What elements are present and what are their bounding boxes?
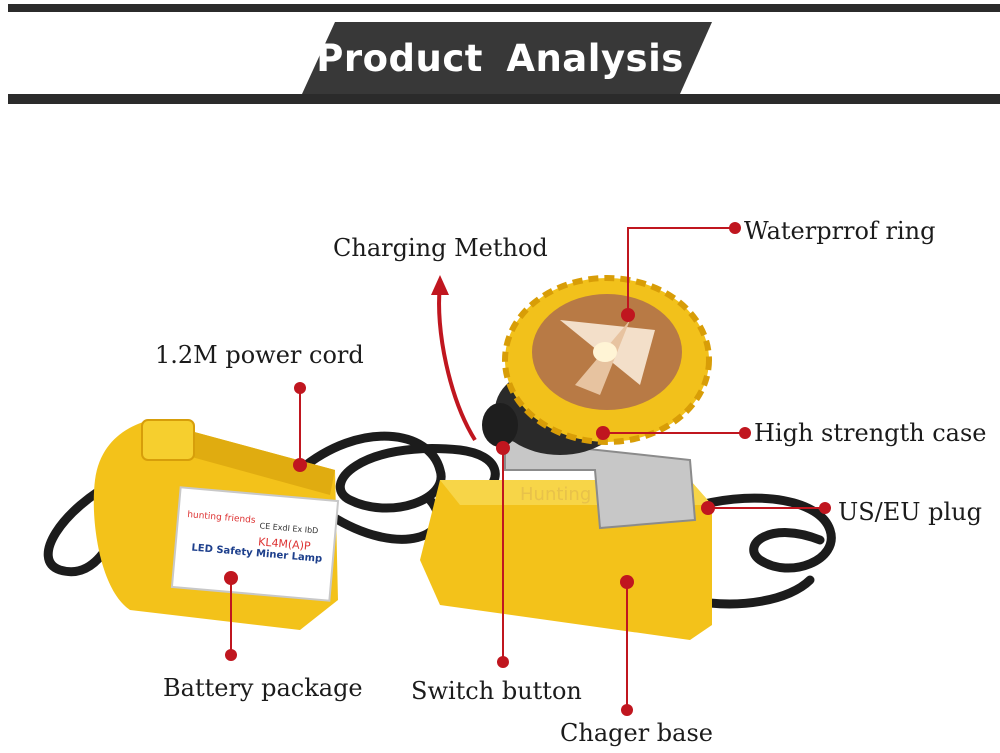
callout-us-eu-plug: US/EU plug (838, 498, 982, 526)
lamp-bracket (504, 438, 697, 530)
callout-power-cord: 1.2M power cord (155, 341, 364, 369)
callout-dots (224, 222, 831, 716)
charging-arrow-head (431, 275, 449, 295)
battery-label-model: KL4M(A)P (258, 535, 312, 553)
callout-waterproof-ring: Waterprrof ring (744, 217, 936, 245)
product-photo: hunting friends CE ExdI Ex IbD LED Safet… (43, 222, 836, 716)
callout-battery-package: Battery package (163, 674, 363, 702)
banner-title: Product Analysis (316, 36, 684, 80)
banner-bottom-bar (8, 94, 1000, 104)
charging-arrow (437, 284, 477, 442)
lamp-head (482, 275, 712, 455)
callout-charging-method: Charging Method (333, 234, 548, 262)
callout-charger-base: Chager base (560, 719, 713, 747)
battery-package: hunting friends CE ExdI Ex IbD LED Safet… (93, 419, 340, 630)
callout-high-strength-case: High strength case (754, 419, 987, 447)
header-banner (8, 4, 1000, 104)
callout-switch-button: Switch button (411, 677, 582, 705)
banner-title-plate (302, 22, 712, 94)
banner-top-bar (8, 4, 1000, 12)
callout-lines (230, 227, 825, 710)
